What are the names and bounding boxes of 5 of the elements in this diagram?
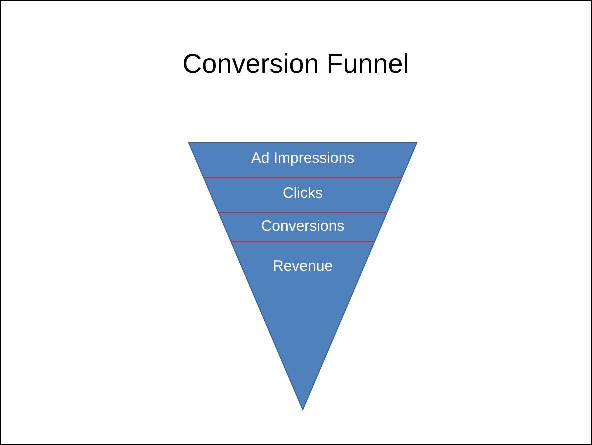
funnel-stage-label: Clicks bbox=[283, 184, 323, 204]
funnel-stage-label: Revenue bbox=[272, 257, 334, 277]
funnel-stage-label: Conversions bbox=[261, 217, 345, 237]
funnel-stage-label: Ad Impressions bbox=[251, 149, 355, 169]
slide-title: Conversion Funnel bbox=[182, 48, 410, 81]
